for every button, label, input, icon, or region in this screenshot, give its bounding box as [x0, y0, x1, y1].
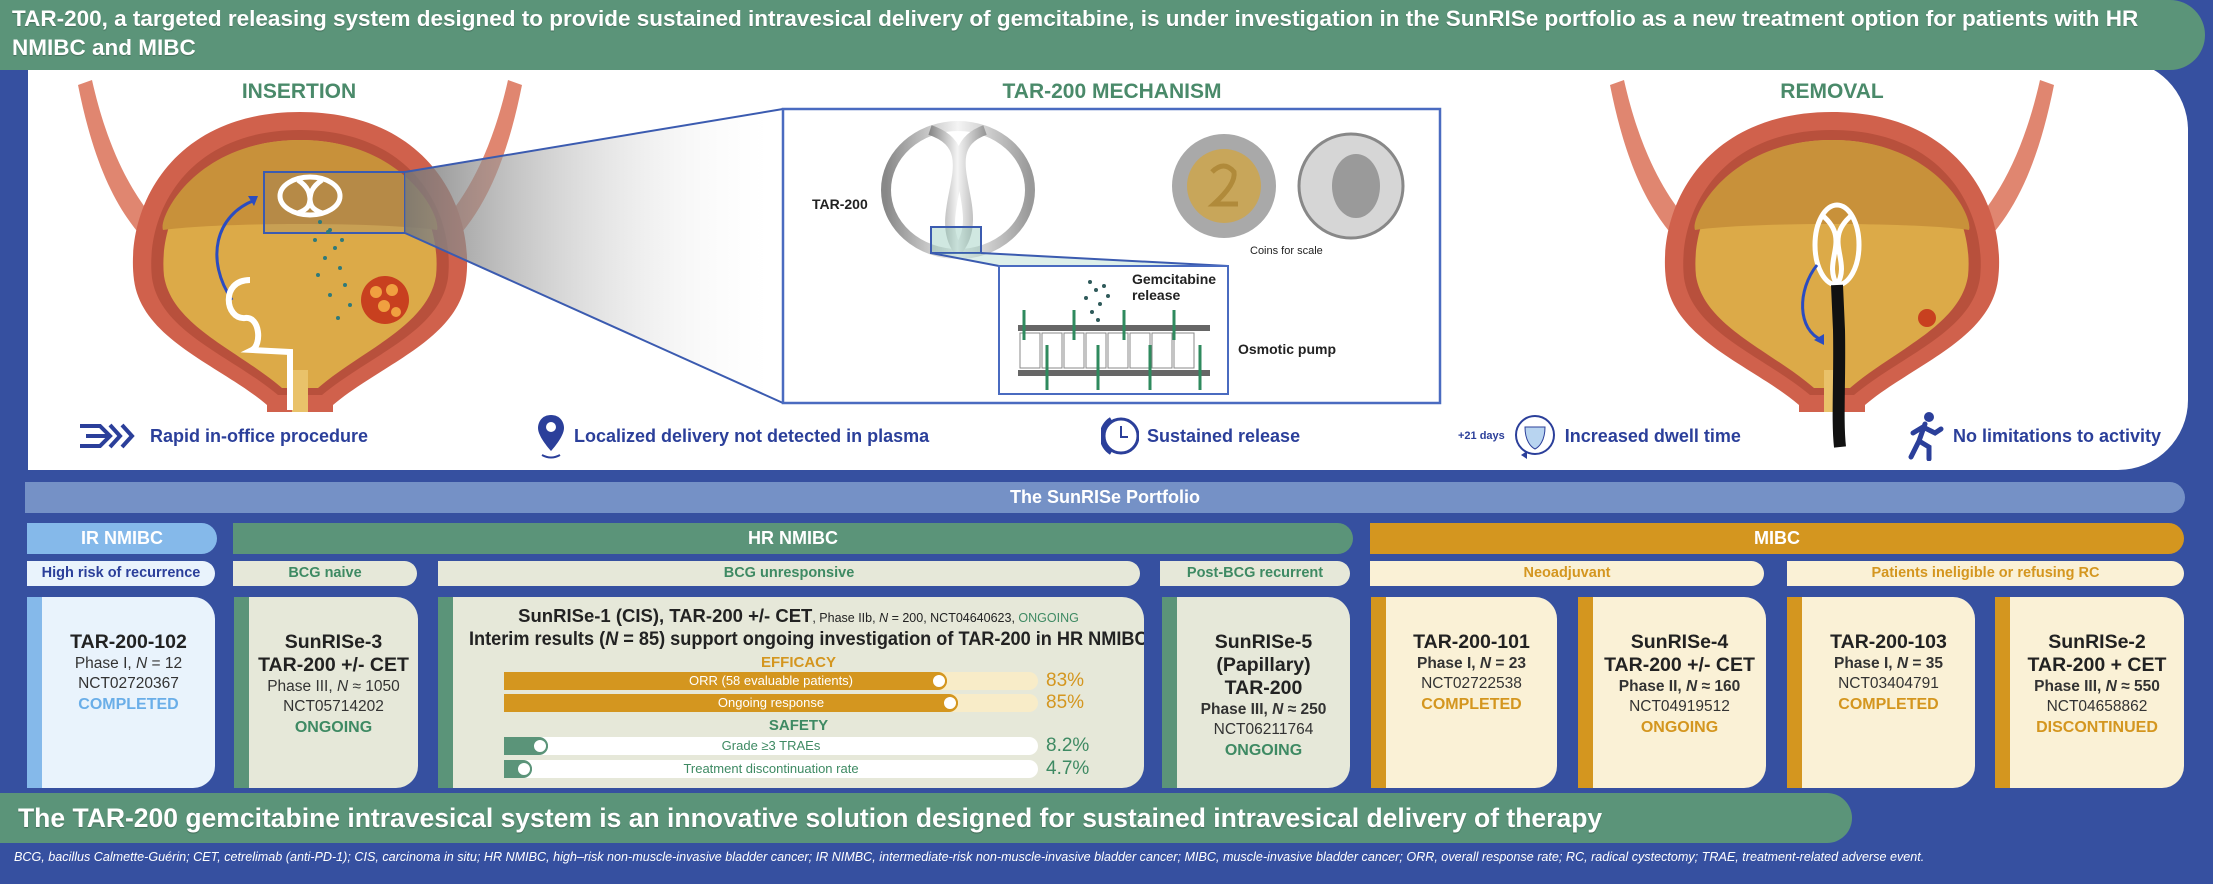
location-pin-icon [538, 415, 564, 459]
phase: Phase II, N ≈ 160 [1618, 678, 1741, 695]
subcategory-bcg-unresponsive: BCG unresponsive [438, 561, 1140, 586]
category-ir-nmibc: IR NMIBC [27, 523, 217, 554]
removal-heading: REMOVAL [1780, 80, 1884, 103]
status-badge: COMPLETED [1838, 696, 1939, 713]
feature-no-limitations: No limitations to activity [1905, 412, 2161, 461]
removal-arrow [1801, 264, 1823, 342]
inserter-tool [225, 277, 293, 410]
subcategory-neoadjuvant: Neoadjuvant [1370, 561, 1764, 586]
status-badge: DISCONTINUED [2036, 719, 2158, 736]
subcategory-bcg-naive: BCG naive [233, 561, 417, 586]
phase: Phase I, N = 35 [1833, 655, 1943, 672]
subcategory-post-bcg: Post-BCG recurrent [1160, 561, 1350, 586]
mechanism-box [781, 107, 1442, 405]
trial-card-sunrise-5: SunRISe-5(Papillary)TAR-200 Phase III, N… [1162, 597, 1350, 788]
status-badge: ONGOING [1640, 719, 1719, 736]
category-hr-nmibc: HR NMIBC [233, 523, 1353, 554]
clock-icon [1101, 417, 1139, 455]
sunrise-1-heading: SunRISe-1 (CIS), TAR-200 +/- CET, Phase … [518, 605, 1079, 626]
metric-bar-grade3-traes: Grade ≥3 TRAEs [504, 737, 1038, 755]
abbreviations-footnote: BCG, bacillus Calmette-Guérin; CET, cetr… [14, 850, 1925, 864]
portfolio-bar: The SunRISe Portfolio [25, 482, 2185, 513]
page-title: TAR-200, a targeted releasing system des… [12, 6, 2139, 60]
tumor-illustration [361, 276, 409, 324]
metric-bar-ongoing-response: Ongoing response [504, 694, 1038, 712]
zoom-projection [405, 109, 783, 403]
coins-for-scale-label: Coins for scale [1250, 245, 1323, 257]
title-banner: TAR-200, a targeted releasing system des… [0, 0, 2205, 70]
phase: Phase I, N = 23 [1416, 655, 1526, 672]
phase: Phase III, N ≈ 1050 [267, 678, 400, 695]
phase: Phase III, N ≈ 250 [1200, 701, 1327, 718]
status-badge: ONGOING [294, 719, 373, 736]
status-badge: ONGOING [1224, 742, 1303, 759]
tar200-label: TAR-200 [812, 196, 868, 212]
gemcitabine-particles [313, 220, 352, 320]
mechanism-heading: TAR-200 MECHANISM [1002, 80, 1222, 103]
status-badge: COMPLETED [1421, 696, 1522, 713]
metric-bar-discontinuation: Treatment discontinuation rate [504, 760, 1038, 778]
trial-card-tar-200-103: TAR-200-103 Phase I, N = 35 NCT03404791 … [1787, 597, 1975, 788]
phase: Phase I, N = 12 [74, 655, 183, 672]
metric-bar-orr: ORR (58 evaluable patients) [504, 672, 1038, 690]
osmotic-pump-diagram [998, 265, 1229, 395]
feature-dwell-time: +21 days Increased dwell time [1458, 415, 1741, 459]
trial-card-tar-200-101: TAR-200-101 Phase I, N = 23 NCT02722538 … [1371, 597, 1557, 788]
tar200-device-small [277, 174, 343, 218]
insertion-heading: INSERTION [241, 80, 357, 103]
status-badge: COMPLETED [78, 696, 179, 713]
chevrons-forward-icon [80, 423, 135, 449]
trial-card-sunrise-1: SunRISe-1 (CIS), TAR-200 +/- CET, Phase … [438, 597, 1144, 788]
status-badge: ONGOING [1018, 611, 1079, 625]
category-mibc: MIBC [1370, 523, 2184, 554]
removal-bladder-illustration [1610, 80, 2054, 448]
trial-card-tar-200-102: TAR-200-102 Phase I, N = 12 NCT02720367 … [27, 597, 215, 788]
safety-heading: SAFETY [768, 717, 829, 734]
feature-localized-delivery: Localized delivery not detected in plasm… [536, 415, 929, 459]
phase: Phase III, N ≈ 550 [2034, 678, 2160, 695]
insertion-bladder-illustration [78, 80, 522, 412]
feature-rapid-procedure: Rapid in-office procedure [78, 418, 368, 454]
insertion-arrow [215, 198, 256, 301]
cystoscope [1831, 284, 1846, 448]
osmotic-pump-label: Osmotic pump [1238, 341, 1337, 357]
subcategory-ineligible-rc: Patients ineligible or refusing RC [1787, 561, 2184, 586]
dwell-days-badge: +21 days [1458, 430, 1505, 442]
subcategory-high-risk: High risk of recurrence [27, 561, 215, 586]
interim-results: Interim results (N = 85) support ongoing… [468, 629, 1144, 650]
efficacy-heading: EFFICACY [761, 654, 836, 671]
tar200-illustration [78, 80, 2054, 448]
bladder-cycle-icon [1514, 415, 1555, 459]
running-person-icon [1908, 412, 1944, 461]
quarter-coin-image [1297, 132, 1405, 240]
euro-coin-image [1172, 134, 1276, 238]
zoom-inset-box [263, 171, 406, 234]
feature-sustained-release: Sustained release [1101, 417, 1300, 455]
conclusion-banner: The TAR-200 gemcitabine intravesical sys… [0, 793, 1852, 843]
